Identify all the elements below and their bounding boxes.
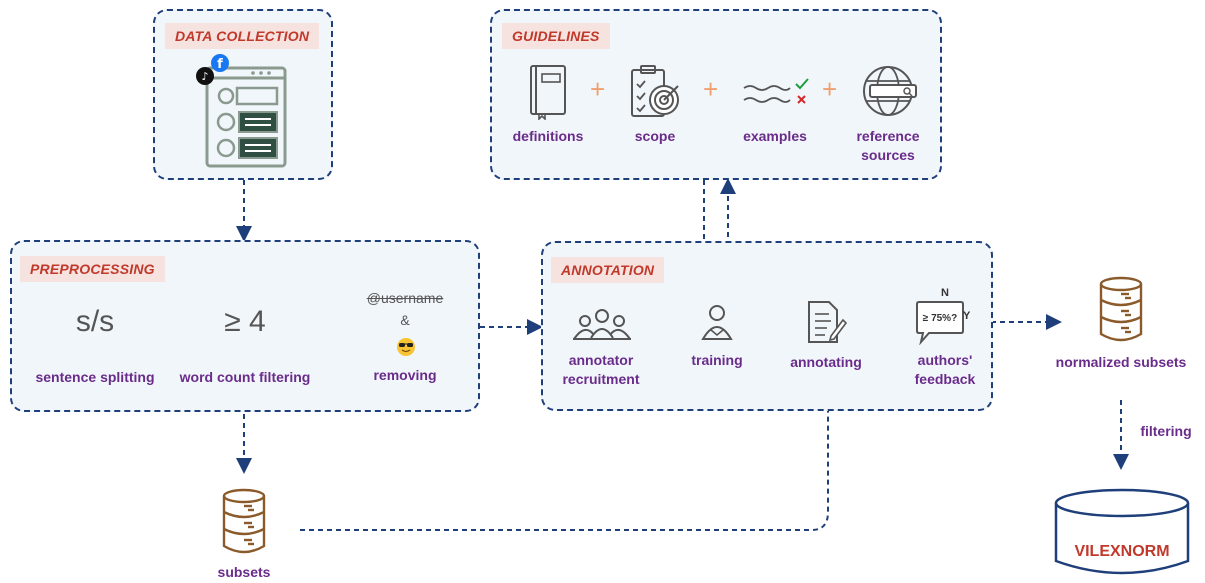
yes-branch-label: Y <box>963 310 971 322</box>
ampersand: & <box>400 312 410 328</box>
guideline-definitions: definitions <box>512 128 584 144</box>
guideline-scope: scope <box>634 128 676 144</box>
subsets-label: subsets <box>217 564 271 580</box>
plus-sign-2: + <box>703 74 719 104</box>
feedback-speech-bubble-icon <box>916 301 964 345</box>
examples-check-cross-icon <box>743 78 809 104</box>
annotating-label: annotating <box>790 354 862 370</box>
sunglasses-emoji-icon <box>397 338 415 356</box>
svg-text:f: f <box>217 57 223 72</box>
arrow-subsets-to-annotating <box>300 382 836 531</box>
username-removed: @username <box>366 290 444 306</box>
recruitment-group-icon <box>573 309 631 340</box>
annotator-recruitment-label: annotator recruitment <box>562 352 640 387</box>
training-person-icon <box>701 305 733 340</box>
plus-sign-3: + <box>822 74 838 104</box>
guideline-examples: examples <box>743 128 807 144</box>
clipboard-target-icon <box>631 65 679 117</box>
filtering-label: filtering <box>1140 423 1192 439</box>
vilexnorm-dataset-icon <box>1054 488 1190 575</box>
social-posts-icon: ♪ f <box>196 54 287 168</box>
normalized-subsets-label: normalized subsets <box>1055 354 1187 370</box>
plus-sign-1: + <box>590 74 606 104</box>
guidelines-title: GUIDELINES <box>502 23 610 49</box>
removing-label: removing <box>373 367 437 383</box>
sentence-split-symbol: s/s <box>75 305 115 338</box>
vilexnorm-label: VILEXNORM <box>1074 543 1170 560</box>
globe-search-icon <box>863 66 917 116</box>
no-branch-label: N <box>941 287 949 299</box>
sentence-splitting-label: sentence splitting <box>35 369 155 385</box>
normalized-database-icon <box>1099 276 1143 342</box>
book-icon <box>530 65 566 120</box>
training-label: training <box>691 352 743 368</box>
authors-feedback-label: authors' feedback <box>914 352 976 387</box>
annotation-title: ANNOTATION <box>551 257 665 283</box>
svg-text:♪: ♪ <box>201 70 208 83</box>
subsets-database-icon <box>222 488 266 554</box>
annotating-document-icon <box>808 301 847 343</box>
word-count-symbol: ≥ 4 <box>224 305 266 338</box>
guideline-reference-sources: reference sources <box>856 128 920 163</box>
preprocessing-title: PREPROCESSING <box>20 256 165 282</box>
threshold-text: ≥ 75%? <box>922 313 958 324</box>
preprocessing-panel: PREPROCESSING <box>10 240 480 412</box>
word-count-filtering-label: word count filtering <box>179 369 311 385</box>
data-collection-title: DATA COLLECTION <box>165 23 320 49</box>
